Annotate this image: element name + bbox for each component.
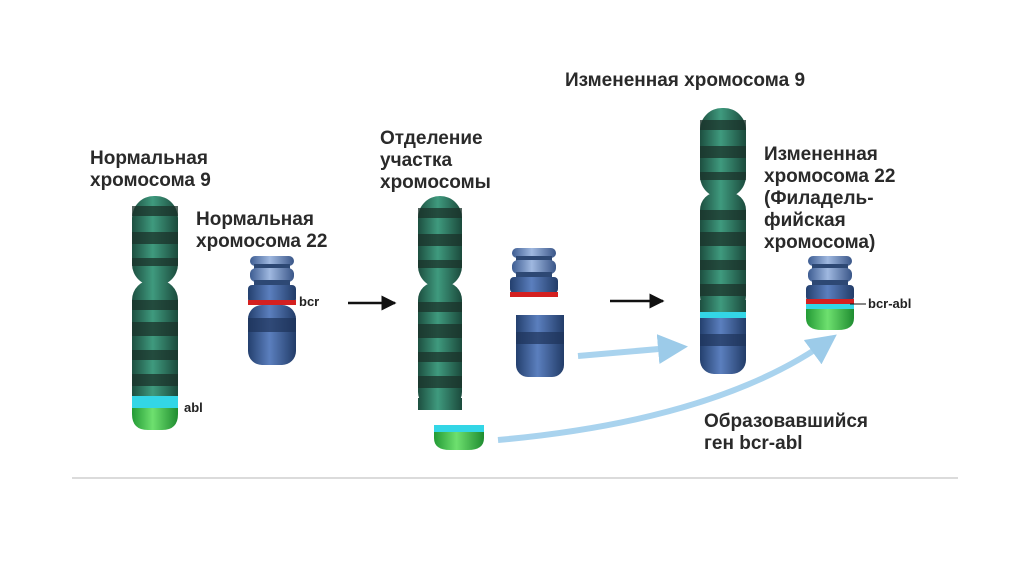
normal-chromosome-22-label: Нормальная хромосома 22 [196, 209, 327, 253]
philadelphia-chromosome [806, 256, 854, 330]
label-line: Образовавшийся [704, 411, 869, 432]
label-line: участка [380, 150, 453, 171]
formed-gene-label: Образовавшийся ген bcr-abl [704, 411, 868, 455]
normal-chromosome-9 [132, 196, 178, 430]
altered-chromosome-22-label: Измененная хромосома 22 (Филадель- фийск… [764, 144, 895, 254]
altered-chromosome-9-label: Измененная хромосома 9 [565, 70, 806, 91]
detached-abl-fragment [434, 425, 484, 450]
normal-chromosome-9-label: Нормальная хромосома 9 [90, 148, 211, 192]
label-line: хромосомы [380, 172, 491, 193]
altered-chromosome-9 [700, 108, 746, 374]
label-line: хромосома) [764, 232, 876, 253]
label-line: Нормальная [196, 209, 314, 230]
normal-chromosome-22 [248, 256, 296, 365]
chr22-to-chr9-arrow [577, 334, 688, 365]
label-line: хромосома 22 [196, 231, 328, 252]
label-line: (Филадель- [764, 188, 874, 209]
separation-label: Отделение участка хромосомы [380, 128, 491, 194]
bcr-band [248, 300, 296, 305]
label-line: хромосома 22 [764, 166, 896, 187]
label-line: ген bcr-abl [704, 433, 803, 454]
label-line: Отделение [380, 128, 483, 149]
separated-chromosome-22-top [510, 248, 558, 297]
abl-junction-band [132, 396, 178, 408]
abl-segment [132, 408, 178, 430]
label-line: фийская [764, 210, 846, 231]
abl-gene-label: abl [184, 400, 203, 415]
abl-to-philadelphia-arrow [497, 334, 837, 443]
separated-chromosome-9 [418, 196, 462, 410]
bcr-abl-gene-label: bcr-abl [868, 296, 912, 311]
separated-chromosome-22-bottom [516, 315, 564, 377]
label-line: хромосома 9 [90, 170, 211, 191]
label-line: Измененная [764, 144, 878, 165]
bcr-gene-label: bcr [299, 294, 320, 309]
label-line: Нормальная [90, 148, 208, 169]
